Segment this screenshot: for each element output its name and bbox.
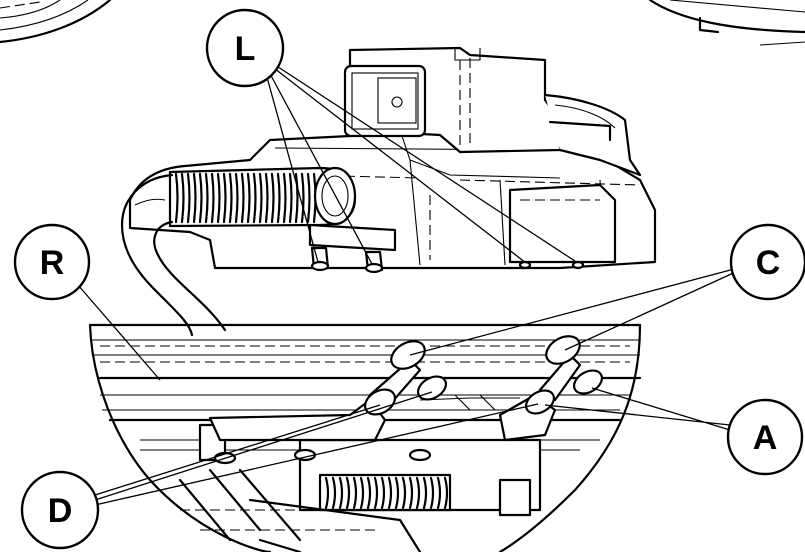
callout-r-label: R: [40, 244, 65, 282]
lower-hose-rib: [380, 476, 386, 510]
lower-hose-rib: [324, 476, 330, 510]
lower-hose-rib: [345, 476, 351, 510]
lower-hose-rib: [338, 476, 344, 510]
callout-c: C: [729, 223, 805, 301]
lower-hose-rib: [408, 476, 414, 510]
top-left-detail-arc: [0, 0, 112, 44]
hose-rib: [240, 172, 245, 224]
hose-rib: [246, 172, 251, 224]
hose-rib: [294, 172, 299, 224]
hose-rib: [258, 172, 263, 224]
hose-rib: [216, 172, 221, 224]
callout-d-label: D: [48, 492, 73, 530]
hose-rib: [306, 172, 311, 224]
callout-l-label: L: [235, 30, 256, 68]
hose-rib: [264, 172, 269, 224]
upper-unit: [128, 46, 657, 270]
hose-rib: [300, 172, 305, 224]
callout-r: R: [13, 223, 91, 301]
hose-rib: [288, 172, 293, 224]
lower-hose-rib: [401, 476, 407, 510]
lower-hose-rib: [394, 476, 400, 510]
lower-hose-rib: [415, 476, 421, 510]
lower-hose-rib: [366, 476, 372, 510]
lower-hose-rib: [422, 476, 428, 510]
callout-l: L: [205, 8, 285, 88]
hose-rib: [234, 172, 239, 224]
mounting-brackets: [208, 335, 604, 442]
hose-rib: [210, 172, 215, 224]
lower-hose-rib: [359, 476, 365, 510]
lower-hose-rib: [331, 476, 337, 510]
hose-rib: [282, 172, 287, 224]
hose-rib: [222, 172, 227, 224]
lower-hose-rib: [387, 476, 393, 510]
callout-d: D: [20, 470, 100, 550]
callout-a: A: [726, 398, 804, 476]
hose-rib: [180, 172, 185, 224]
lower-hose-rib: [443, 476, 449, 510]
lower-hose-rib: [352, 476, 358, 510]
hose-rib: [192, 172, 197, 224]
callout-c-label: C: [756, 244, 781, 282]
hose-rib: [228, 172, 233, 224]
lower-hose-rib: [436, 476, 442, 510]
hose-rib: [276, 172, 281, 224]
hose-rib: [198, 172, 203, 224]
top-right-detail-arc: [648, 0, 805, 46]
lower-frame-detail: [88, 323, 642, 552]
callout-a-label: A: [753, 419, 778, 457]
lower-hose-rib: [373, 476, 379, 510]
hose-rib: [186, 172, 191, 224]
hose-rib: [252, 172, 257, 224]
l-fasteners: [308, 223, 585, 274]
hose-rib: [174, 172, 179, 224]
hose-rib: [270, 172, 275, 224]
leader-lines: [77, 62, 741, 506]
hose-rib: [204, 172, 209, 224]
lower-hose-rib: [429, 476, 435, 510]
